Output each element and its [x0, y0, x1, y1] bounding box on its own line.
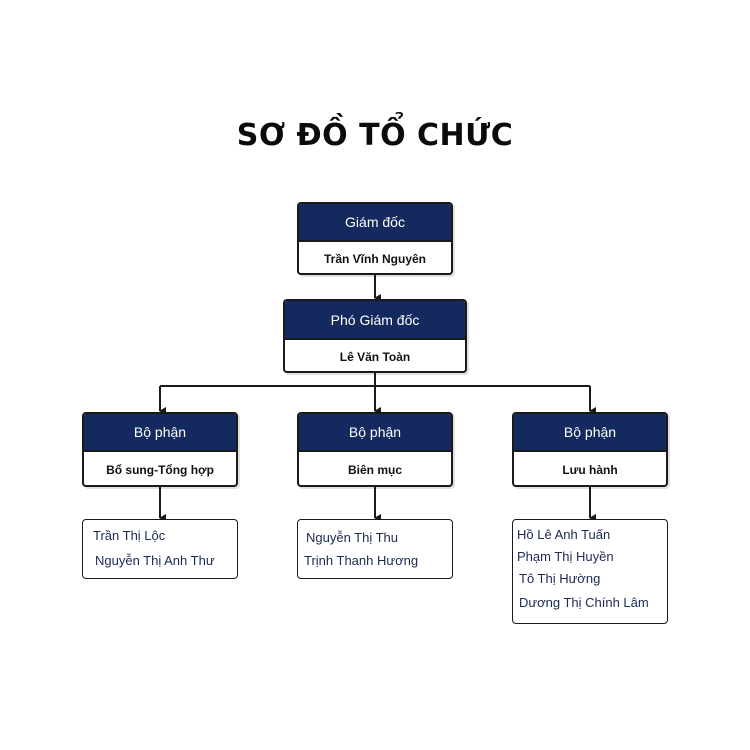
member-name: Trần Thị Lộc [93, 528, 166, 543]
member-name: Dương Thị Chính Lâm [519, 595, 649, 610]
deputy-role: Phó Giám đốc [285, 301, 465, 340]
department-box: Bộ phận Bổ sung-Tổng hợp [82, 412, 238, 487]
member-name: Nguyễn Thị Anh Thư [95, 553, 215, 568]
department-name: Lưu hành [562, 462, 618, 477]
department-role: Bộ phận [84, 414, 236, 452]
director-role: Giám đốc [299, 204, 451, 242]
page-title: SƠ ĐỒ TỔ CHỨC [236, 118, 514, 153]
department-role: Bộ phận [514, 414, 666, 452]
director-box: Giám đốc Trần Vĩnh Nguyên [297, 202, 453, 275]
member-name: Trịnh Thanh Hương [304, 553, 419, 568]
member-list: Hồ Lê Anh Tuấn Phạm Thị Huyền Tô Thị Hườ… [512, 519, 668, 624]
director-name: Trần Vĩnh Nguyên [323, 251, 426, 266]
deputy-name: Lê Văn Toàn [339, 349, 411, 364]
department-box: Bộ phận Biên mục [297, 412, 453, 487]
member-name: Hồ Lê Anh Tuấn [517, 527, 611, 542]
member-list: Nguyễn Thị Thu Trịnh Thanh Hương [297, 519, 453, 579]
department-name: Biên mục [347, 462, 402, 477]
department-role: Bộ phận [299, 414, 451, 452]
member-name: Tô Thị Hường [519, 571, 601, 586]
member-name: Phạm Thị Huyền [517, 549, 614, 564]
department-name: Bổ sung-Tổng hợp [106, 462, 214, 477]
member-name: Nguyễn Thị Thu [306, 530, 399, 545]
department-box: Bộ phận Lưu hành [512, 412, 668, 487]
deputy-box: Phó Giám đốc Lê Văn Toàn [283, 299, 467, 373]
member-list: Trần Thị Lộc Nguyễn Thị Anh Thư [82, 519, 238, 579]
